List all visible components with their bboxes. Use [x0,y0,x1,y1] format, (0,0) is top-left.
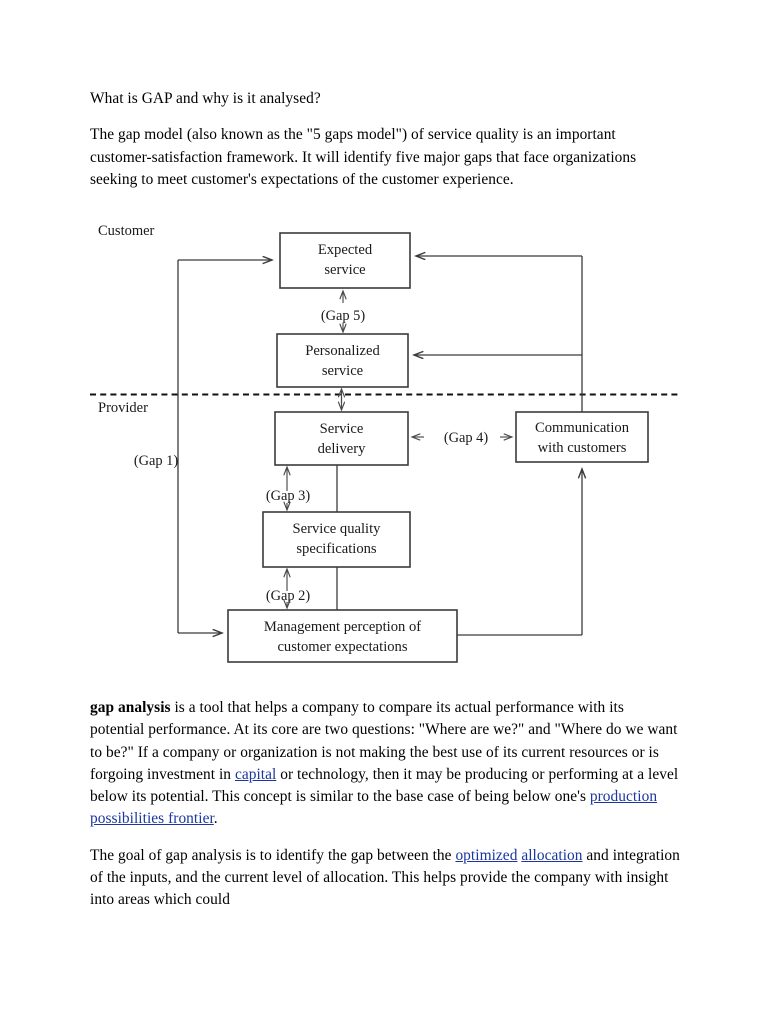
box-communication-line1: Communication [535,420,630,436]
gap4-label: (Gap 4) [444,430,489,446]
zone-label-customer: Customer [98,223,155,239]
box-service-delivery [274,411,409,466]
gap-analysis-paragraph: gap analysis is a tool that helps a comp… [90,697,680,831]
link-production-possibilities-frontier[interactable]: production possibilities frontier [90,788,658,828]
gap-analysis-text-3: . [213,810,218,828]
intro-paragraph: The gap model (also known as the "5 gaps… [90,126,637,188]
box-expected-service-line2: service [324,262,365,278]
box-service-delivery-line2: delivery [318,441,367,457]
gap5-label: (Gap 5) [321,308,366,324]
page-title: What is GAP and why is it analysed? [90,90,321,107]
zone-label-provider: Provider [98,400,148,416]
document-body: What is GAP and why is it analysed? The … [90,88,680,205]
goal-paragraph: The goal of gap analysis is to identify … [90,845,680,912]
gap1-label: (Gap 1) [134,453,179,469]
box-management-perception [227,609,458,663]
gap-analysis-lead: gap analysis [90,699,171,716]
box-management-perception-line1: Management perception of [264,619,421,635]
box-service-quality-specifications-line1: Service quality [293,521,382,537]
box-management-perception-line2: customer expectations [277,639,407,655]
box-expected-service-line1: Expected [318,242,373,258]
box-expected-service [279,232,411,289]
gap-analysis-text-1: is a tool that helps a company to compar… [90,699,678,783]
box-personalized-service [276,333,409,388]
box-service-quality-specifications [262,511,411,568]
link-allocation[interactable]: allocation [521,846,583,864]
document-body-lower: gap analysis is a tool that helps a comp… [90,697,680,926]
gap-analysis-text-2: or technology, then it may be producing … [90,765,679,806]
link-optimized[interactable]: optimized [455,846,518,864]
box-service-delivery-line1: Service [320,421,364,437]
gap-model-diagram: Customer Provider Expected service Perso… [90,215,680,683]
gap2-label: (Gap 2) [266,588,311,604]
goal-text-2: and integration of the inputs, and the c… [90,846,680,909]
box-service-quality-specifications-line2: specifications [296,541,377,557]
box-communication-with-customers [515,411,649,463]
goal-text-1: The goal of gap analysis is to identify … [90,846,456,864]
box-communication-line2: with customers [538,440,627,456]
gap3-label: (Gap 3) [266,488,311,504]
box-personalized-service-line1: Personalized [305,343,380,359]
box-personalized-service-line2: service [322,363,363,379]
link-capital[interactable]: capital [234,765,277,783]
